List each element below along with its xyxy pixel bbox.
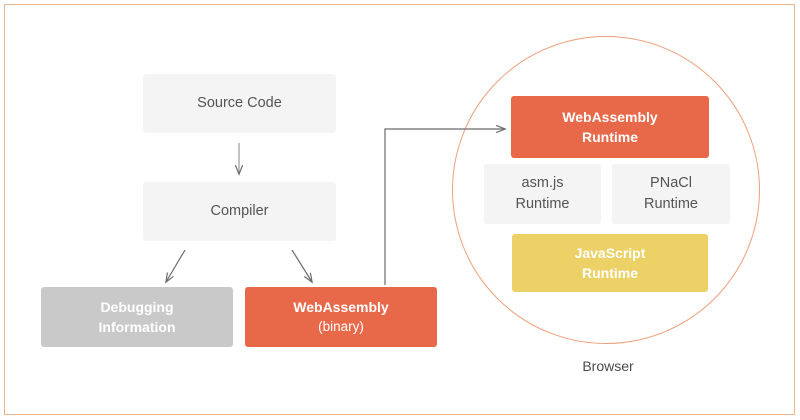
- node-debugging-information-line2: Information: [98, 319, 176, 335]
- node-webassembly-runtime[interactable]: WebAssembly Runtime: [511, 96, 709, 158]
- node-webassembly-binary-line2: (binary): [318, 319, 364, 335]
- node-webassembly-binary-line1: WebAssembly: [293, 299, 389, 316]
- node-compiler[interactable]: Compiler: [143, 182, 336, 241]
- node-asmjs-runtime[interactable]: asm.js Runtime: [484, 164, 601, 224]
- node-javascript-runtime[interactable]: JavaScript Runtime: [512, 234, 708, 292]
- arrow-compiler-to-debugging: [166, 249, 186, 282]
- node-javascript-runtime-line2: Runtime: [582, 265, 638, 281]
- node-asmjs-runtime-line1: asm.js: [521, 174, 564, 191]
- node-javascript-runtime-line1: JavaScript: [574, 244, 646, 261]
- node-pnacl-runtime-line1: PNaCl: [650, 174, 692, 191]
- node-webassembly-binary[interactable]: WebAssembly (binary): [245, 287, 437, 347]
- arrow-compiler-to-wasm-binary: [291, 249, 312, 282]
- node-source-code-line1: Source Code: [197, 94, 282, 111]
- node-webassembly-runtime-line2: Runtime: [582, 129, 638, 145]
- node-source-code[interactable]: Source Code: [143, 74, 336, 133]
- node-webassembly-runtime-line1: WebAssembly: [562, 108, 658, 125]
- node-pnacl-runtime-line2: Runtime: [644, 196, 698, 212]
- node-compiler-line1: Compiler: [210, 202, 269, 219]
- node-pnacl-runtime[interactable]: PNaCl Runtime: [612, 164, 730, 224]
- browser-label: Browser: [582, 358, 634, 374]
- node-debugging-information-line1: Debugging: [100, 298, 174, 315]
- node-debugging-information[interactable]: Debugging Information: [41, 287, 233, 347]
- node-asmjs-runtime-line2: Runtime: [515, 196, 570, 212]
